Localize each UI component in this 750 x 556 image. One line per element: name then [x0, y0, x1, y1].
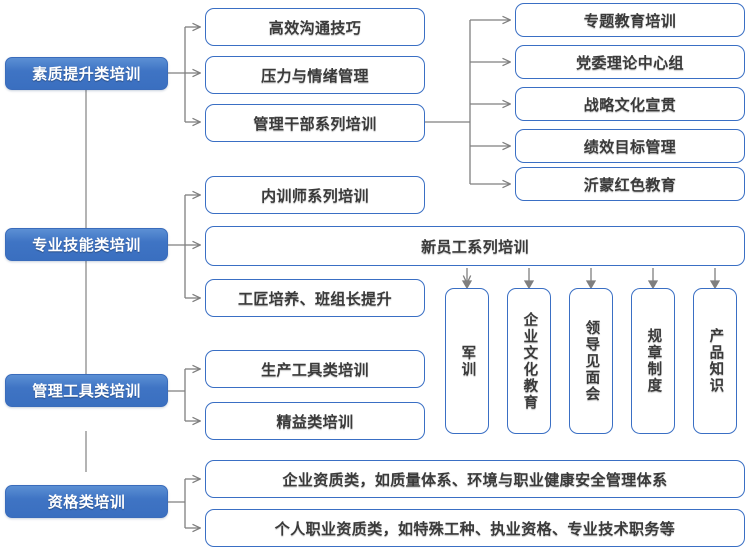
subitem-strategy-culture-promotion[interactable]: 战略文化宣贯 — [515, 87, 745, 121]
item-enterprise-qualification[interactable]: 企业资质类，如质量体系、环境与职业健康安全管理体系 — [205, 460, 745, 498]
subitem-party-committee-theory-group[interactable]: 党委理论中心组 — [515, 45, 745, 79]
item-efficient-communication[interactable]: 高效沟通技巧 — [205, 8, 425, 46]
subitem-yimeng-red-education[interactable]: 沂蒙红色教育 — [515, 167, 745, 201]
item-production-tool-training[interactable]: 生产工具类培训 — [205, 350, 425, 388]
item-new-employee-series[interactable]: 新员工系列培训 — [205, 226, 745, 266]
category-quality-improvement[interactable]: 素质提升类培训 — [5, 57, 168, 90]
vertical-item-corporate-culture-education[interactable]: 企业文化教育 — [507, 288, 551, 434]
vertical-item-product-knowledge[interactable]: 产品知识 — [693, 288, 737, 434]
subitem-performance-goal-management[interactable]: 绩效目标管理 — [515, 129, 745, 163]
item-management-cadre-series[interactable]: 管理干部系列培训 — [205, 104, 425, 142]
category-professional-skill[interactable]: 专业技能类培训 — [5, 228, 168, 261]
vertical-item-military-training[interactable]: 军训 — [445, 288, 489, 434]
item-personal-occupational-qualification[interactable]: 个人职业资质类，如特殊工种、执业资格、专业技术职务等 — [205, 509, 745, 547]
item-internal-trainer-series[interactable]: 内训师系列培训 — [205, 176, 425, 214]
item-craftsman-team-leader[interactable]: 工匠培养、班组长提升 — [205, 279, 425, 317]
category-management-tool[interactable]: 管理工具类培训 — [5, 374, 168, 407]
vertical-item-leader-meeting[interactable]: 领导见面会 — [569, 288, 613, 434]
vertical-item-rules-regulations[interactable]: 规章制度 — [631, 288, 675, 434]
item-lean-training[interactable]: 精益类培训 — [205, 402, 425, 440]
category-qualification[interactable]: 资格类培训 — [5, 485, 168, 518]
subitem-special-topic-education[interactable]: 专题教育培训 — [515, 3, 745, 37]
item-stress-emotion-management[interactable]: 压力与情绪管理 — [205, 56, 425, 94]
